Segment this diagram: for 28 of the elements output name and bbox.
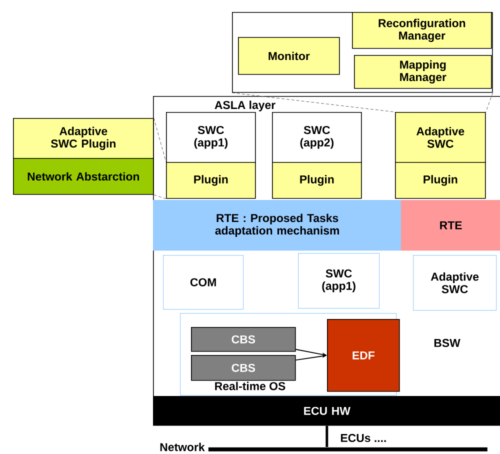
connector-line <box>486 92 494 112</box>
module-box: Monitor <box>238 37 340 75</box>
module-box: Mapping Manager <box>354 55 492 89</box>
scheduler-box: EDF <box>327 319 400 392</box>
connector-line <box>232 92 396 112</box>
plugin-box: Plugin <box>395 162 486 199</box>
component-box: Adaptive SWC <box>413 254 497 311</box>
server-box: CBS <box>191 355 296 381</box>
network-bus <box>208 447 488 452</box>
connector-line <box>326 426 328 447</box>
rte-band: RTE : Proposed Tasks adaptation mechanism <box>153 200 402 251</box>
abstraction-box: Network Abstarction <box>13 158 154 195</box>
component-box: COM <box>163 254 244 310</box>
module-box: Reconfiguration Manager <box>352 12 492 49</box>
layer-label: BSW <box>434 338 460 348</box>
rte-band: RTE <box>401 200 500 251</box>
server-box: CBS <box>191 327 296 352</box>
hardware-bar: ECU HW <box>153 396 500 426</box>
bus-label: Network <box>160 442 205 452</box>
component-box: SWC (app1) <box>298 252 380 309</box>
plugin-box: Adaptive SWC Plugin <box>13 118 154 159</box>
ecu-label: ECUs .... <box>340 434 386 442</box>
component-box: Adaptive SWC <box>395 112 486 163</box>
plugin-box: Plugin <box>272 162 362 199</box>
plugin-box: Plugin <box>166 162 256 199</box>
component-box: SWC (app2) <box>272 112 362 163</box>
component-box: SWC (app1) <box>166 112 256 163</box>
connector-line <box>154 194 166 200</box>
